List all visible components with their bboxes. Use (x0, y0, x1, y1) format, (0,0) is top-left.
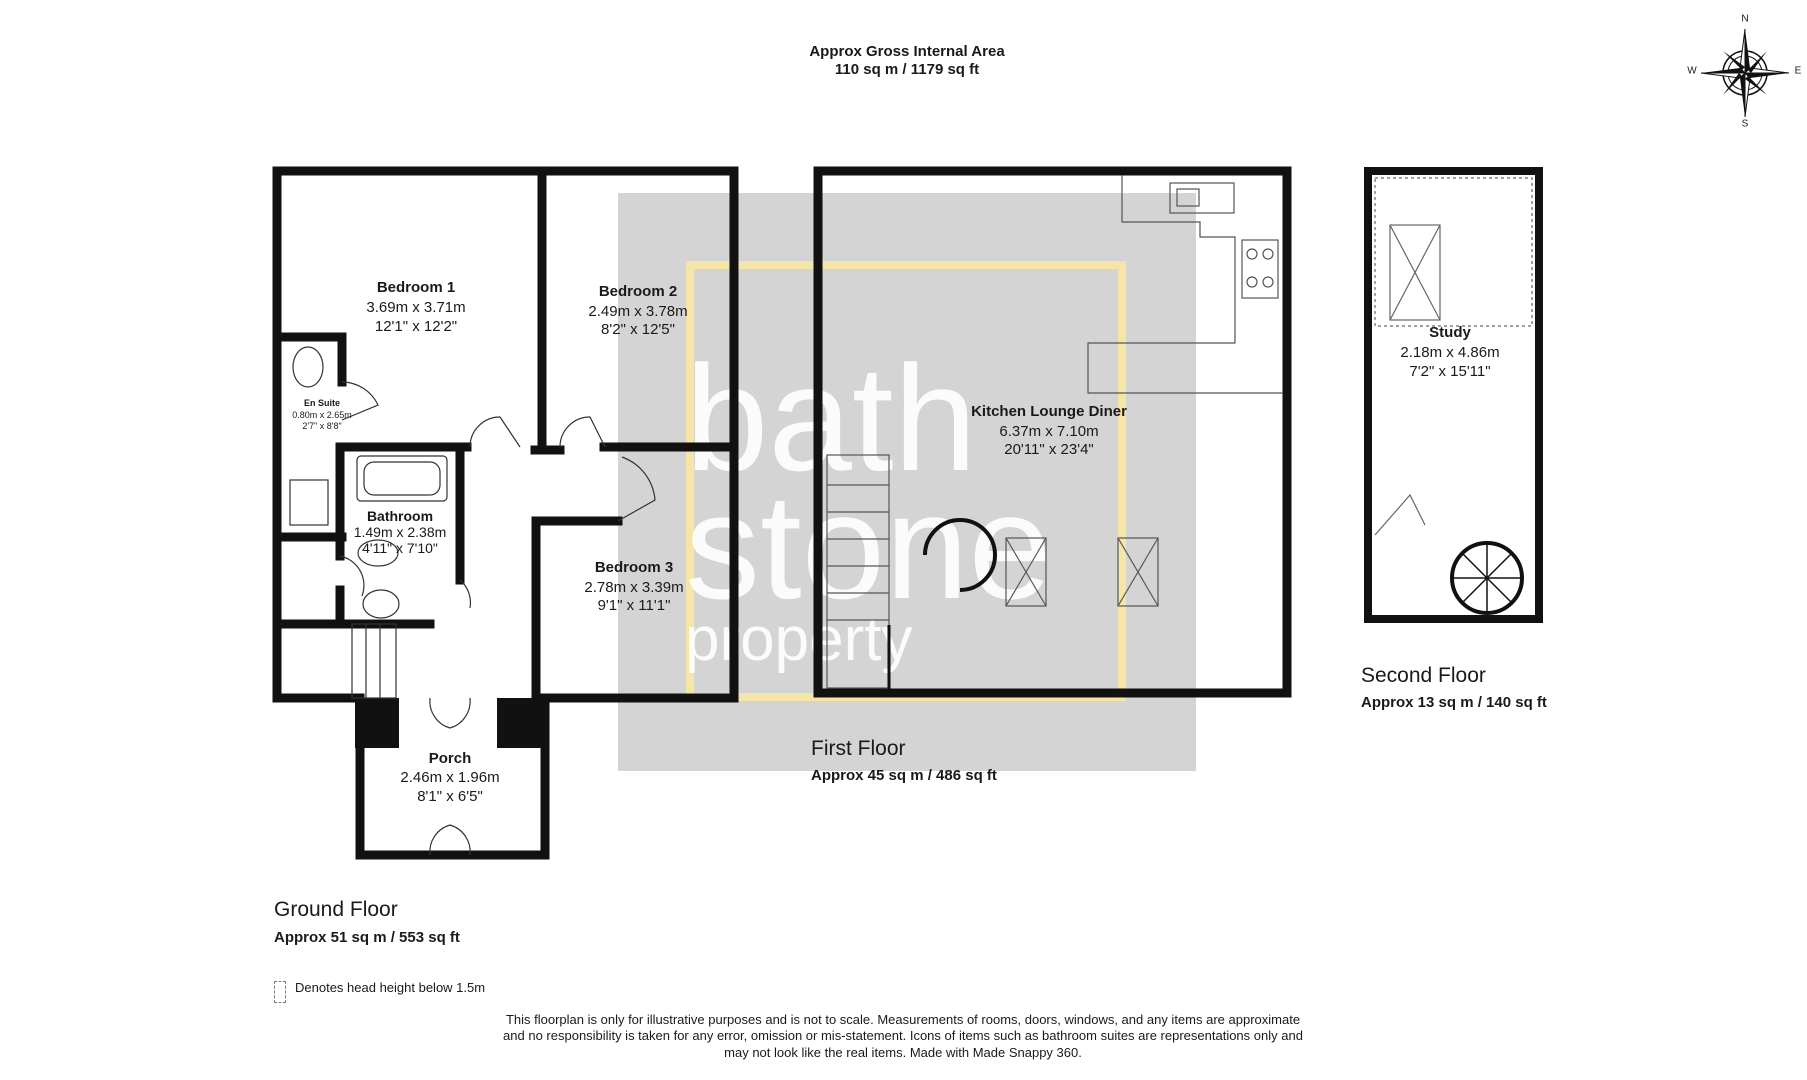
second-floor-fittings (1374, 177, 1533, 536)
room-porch-name: Porch (428, 750, 472, 767)
room-kitchen-name: Kitchen Lounge Diner (971, 403, 1127, 420)
room-bedroom1-name: Bedroom 1 (376, 279, 456, 296)
room-porch-imperial: 8'1" x 6'5" (417, 788, 483, 805)
room-bathroom-metric: 1.49m x 2.38m (353, 524, 447, 540)
room-study-imperial: 7'2" x 15'11" (1409, 363, 1491, 380)
floor-label-ground: Ground Floor (274, 898, 398, 921)
room-bedroom3-metric: 2.78m x 3.39m (584, 579, 684, 596)
room-kitchen-metric: 6.37m x 7.10m (999, 423, 1099, 440)
first-floor-fittings (826, 175, 1283, 689)
disclaimer: This floorplan is only for illustrative … (473, 1012, 1333, 1061)
floor-area-second: Approx 13 sq m / 140 sq ft (1361, 694, 1547, 711)
room-bathroom-imperial: 4'11" x 7'10" (362, 540, 438, 556)
first-floor-walls (813, 166, 1292, 698)
room-bedroom2-imperial: 8'2" x 12'5" (601, 321, 675, 338)
second-floor-walls (1364, 167, 1543, 623)
watermark-text-stone: stone (685, 462, 1052, 630)
disclaimer-line-1: This floorplan is only for illustrative … (505, 1012, 1301, 1027)
room-kitchen-imperial: 20'11" x 23'4" (1004, 441, 1094, 458)
room-bedroom1-imperial: 12'1" x 12'2" (374, 318, 458, 335)
room-ensuite-imperial: 2'7" x 8'8" (302, 421, 342, 431)
compass-s: S (1741, 118, 1749, 130)
gross-area-value: 110 sq m / 1179 sq ft (834, 61, 980, 78)
room-ensuite-name: En Suite (303, 398, 341, 408)
room-porch-metric: 2.46m x 1.96m (400, 769, 500, 786)
room-bathroom-name: Bathroom (366, 508, 434, 524)
room-study-name: Study (1429, 324, 1471, 341)
head-height-legend-icon (274, 981, 286, 1003)
floor-label-first: First Floor (811, 737, 906, 760)
compass-w: W (1687, 65, 1697, 77)
room-bedroom1-metric: 3.69m x 3.71m (366, 299, 466, 316)
floor-area-first: Approx 45 sq m / 486 sq ft (811, 767, 997, 784)
porch-wall-blocks (355, 698, 545, 748)
disclaimer-line-3: may not look like the real items. Made w… (724, 1044, 1082, 1060)
compass-e: E (1794, 65, 1802, 77)
room-bedroom2-metric: 2.49m x 3.78m (588, 303, 688, 320)
watermark: bath stone property (618, 193, 1196, 771)
watermark-text-property: property (685, 605, 912, 674)
ground-floor-walls (272, 166, 739, 860)
floor-label-second: Second Floor (1361, 664, 1486, 687)
compass-n: N (1741, 13, 1749, 25)
room-bedroom3-imperial: 9'1" x 11'1" (597, 597, 671, 614)
ground-floor-fittings (289, 346, 656, 856)
floor-area-ground: Approx 51 sq m / 553 sq ft (274, 929, 460, 946)
spiral-stair-second (1450, 541, 1524, 615)
room-bedroom2-name: Bedroom 2 (598, 283, 678, 300)
compass-rose-icon (1700, 28, 1790, 118)
room-bedroom3-name: Bedroom 3 (594, 559, 674, 576)
spiral-stair-first (887, 518, 997, 693)
gross-area-title: Approx Gross Internal Area (809, 43, 1005, 60)
room-ensuite-metric: 0.80m x 2.65m (292, 410, 352, 420)
room-study-metric: 2.18m x 4.86m (1400, 344, 1500, 361)
disclaimer-line-2: and no responsibility is taken for any e… (503, 1028, 1303, 1044)
head-height-legend-text: Denotes head height below 1.5m (295, 980, 486, 995)
